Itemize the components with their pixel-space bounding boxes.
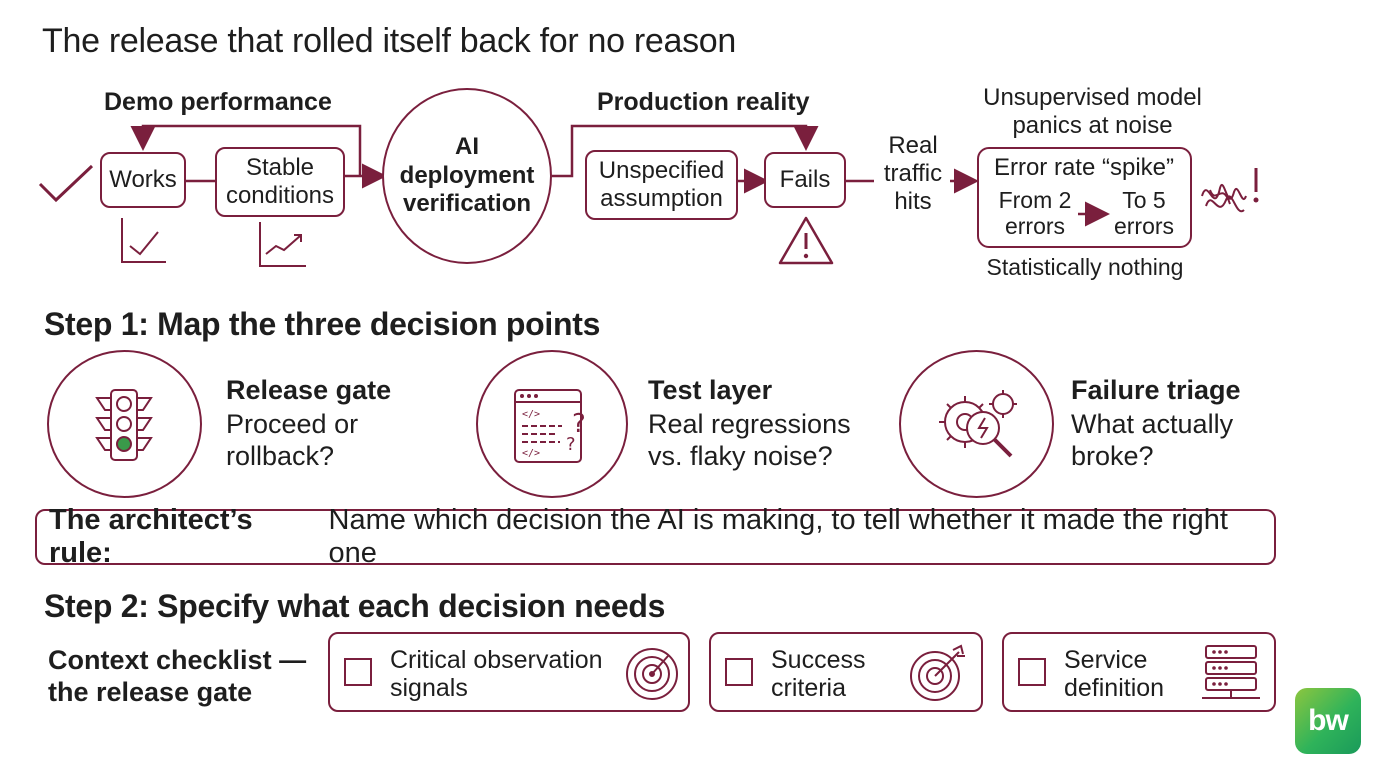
svg-text:</>: </> [522, 409, 540, 420]
svg-text:?: ? [572, 409, 586, 439]
architect-rule-text: Name which decision the AI is making, to… [328, 504, 1228, 569]
test-layer-circle: </> </> ? ? [476, 350, 628, 498]
code-window-icon: </> </> ? ? [514, 389, 586, 463]
checkbox[interactable] [344, 658, 372, 686]
architect-rule-banner: The architect’s rule: Name which decisio… [35, 504, 1276, 569]
stable-conditions-box: Stable conditions [215, 147, 345, 217]
failure-triage-circle [899, 350, 1054, 498]
target-icon [910, 644, 965, 701]
error-rate-title: Error rate “spike” [993, 154, 1175, 181]
from-errors-label: From 2 errors [998, 187, 1072, 240]
unsupervised-label: Unsupervised model panics at noise [983, 84, 1202, 140]
gear-magnifier-icon [939, 390, 1017, 458]
production-reality-label: Production reality [597, 88, 810, 116]
trend-chart-icon [259, 222, 306, 267]
release-gate-circle [47, 350, 202, 498]
fails-label: Fails [779, 166, 831, 194]
failure-triage-desc: What actually broke? [1071, 409, 1234, 471]
unspecified-assumption-box: Unspecified assumption [585, 150, 738, 220]
unspecified-assumption-label: Unspecified assumption [598, 157, 725, 212]
flow-connectors [130, 124, 1110, 227]
checklist-card-observation: Critical observation signals [328, 632, 690, 712]
step1-heading: Step 1: Map the three decision points [44, 306, 601, 342]
test-layer-title: Test layer [648, 375, 773, 405]
stable-conditions-label: Stable conditions [225, 154, 335, 209]
checkbox[interactable] [1018, 658, 1046, 686]
real-traffic-label: Real traffic hits [883, 132, 943, 216]
works-label: Works [109, 166, 177, 194]
page-title: The release that rolled itself back for … [42, 22, 737, 60]
step2-heading: Step 2: Specify what each decision needs [44, 588, 666, 624]
architect-rule-label: The architect’s rule: [49, 504, 253, 569]
release-gate-title: Release gate [226, 375, 392, 405]
verification-circle: AI deployment verification [382, 88, 552, 264]
logo-text: bw [1308, 704, 1349, 737]
error-rate-box: Error rate “spike” From 2 errors To 5 er… [977, 147, 1192, 248]
failure-triage-title: Failure triage [1071, 375, 1241, 405]
check-chart-icon [121, 218, 166, 263]
checklist-item-label: Success criteria [771, 646, 866, 702]
checklist-card-service: Service definition [1002, 632, 1276, 712]
test-layer-desc: Real regressions vs. flaky noise? [648, 409, 851, 471]
checkbox[interactable] [725, 658, 753, 686]
checklist-item-label: Service definition [1064, 646, 1165, 702]
checklist-card-success: Success criteria [709, 632, 983, 712]
bw-logo: bw [1295, 688, 1361, 754]
svg-text:?: ? [566, 434, 576, 455]
noise-squiggle-icon [1201, 168, 1259, 213]
verification-label: AI deployment verification [399, 132, 535, 218]
radar-icon [626, 648, 678, 700]
svg-text:</>: </> [522, 448, 540, 459]
release-gate-desc: Proceed or rollback? [226, 409, 359, 471]
warning-icon [778, 216, 834, 265]
context-checklist-label: Context checklist — the release gate [48, 645, 307, 708]
statistically-nothing-label: Statistically nothing [986, 254, 1184, 280]
checkmark-icon [38, 164, 94, 203]
works-box: Works [100, 152, 186, 208]
checklist-item-label: Critical observation signals [390, 646, 603, 702]
to-errors-label: To 5 errors [1113, 187, 1175, 240]
traffic-light-icon [95, 389, 153, 461]
demo-performance-label: Demo performance [104, 88, 332, 116]
fails-box: Fails [764, 152, 846, 208]
server-icon [1202, 645, 1260, 699]
